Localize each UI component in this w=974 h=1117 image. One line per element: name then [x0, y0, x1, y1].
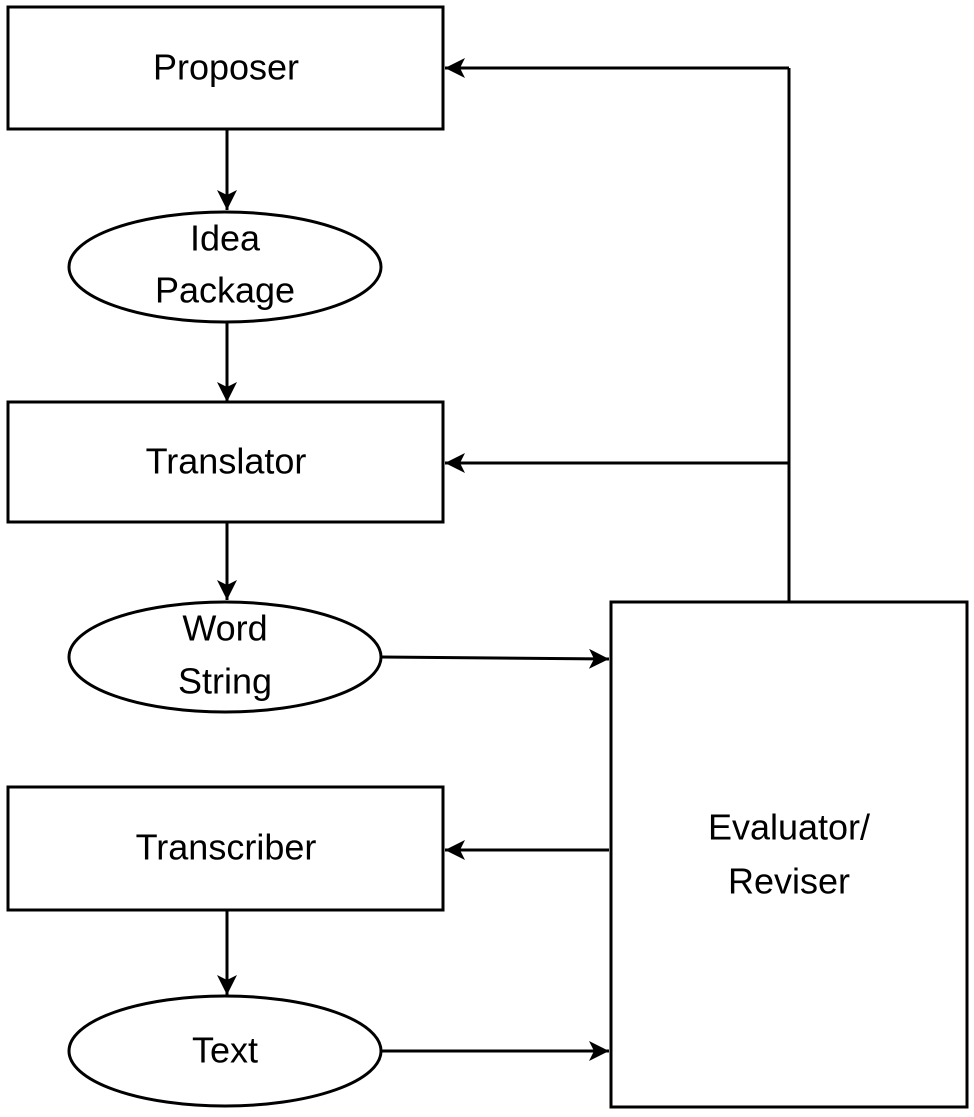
- node-evaluator-reviser: Evaluator/ Reviser: [609, 600, 969, 1109]
- node-proposer-label: Proposer: [153, 47, 299, 88]
- node-idea-package-label-line-2: Package: [155, 270, 295, 311]
- node-text-label: Text: [192, 1030, 258, 1071]
- node-transcriber: Transcriber: [6, 785, 445, 912]
- node-transcriber-label: Transcriber: [136, 827, 317, 868]
- node-proposer: Proposer: [6, 5, 445, 131]
- node-word-string-label-line-1: Word: [182, 608, 267, 649]
- node-idea-package: Idea Package: [67, 210, 383, 324]
- node-evaluator-reviser-label-line-2: Reviser: [728, 861, 850, 902]
- node-translator: Translator: [6, 400, 445, 524]
- edge-word-string-to-evaluator: [380, 648, 610, 669]
- node-word-string: Word String: [67, 600, 383, 714]
- node-idea-package-label-line-1: Idea: [190, 218, 261, 259]
- node-word-string-label-line-2: String: [178, 661, 272, 702]
- edges: [217, 58, 791, 1061]
- node-translator-label: Translator: [146, 441, 307, 482]
- node-evaluator-reviser-label-line-1: Evaluator/: [708, 807, 870, 848]
- node-text: Text: [67, 994, 383, 1108]
